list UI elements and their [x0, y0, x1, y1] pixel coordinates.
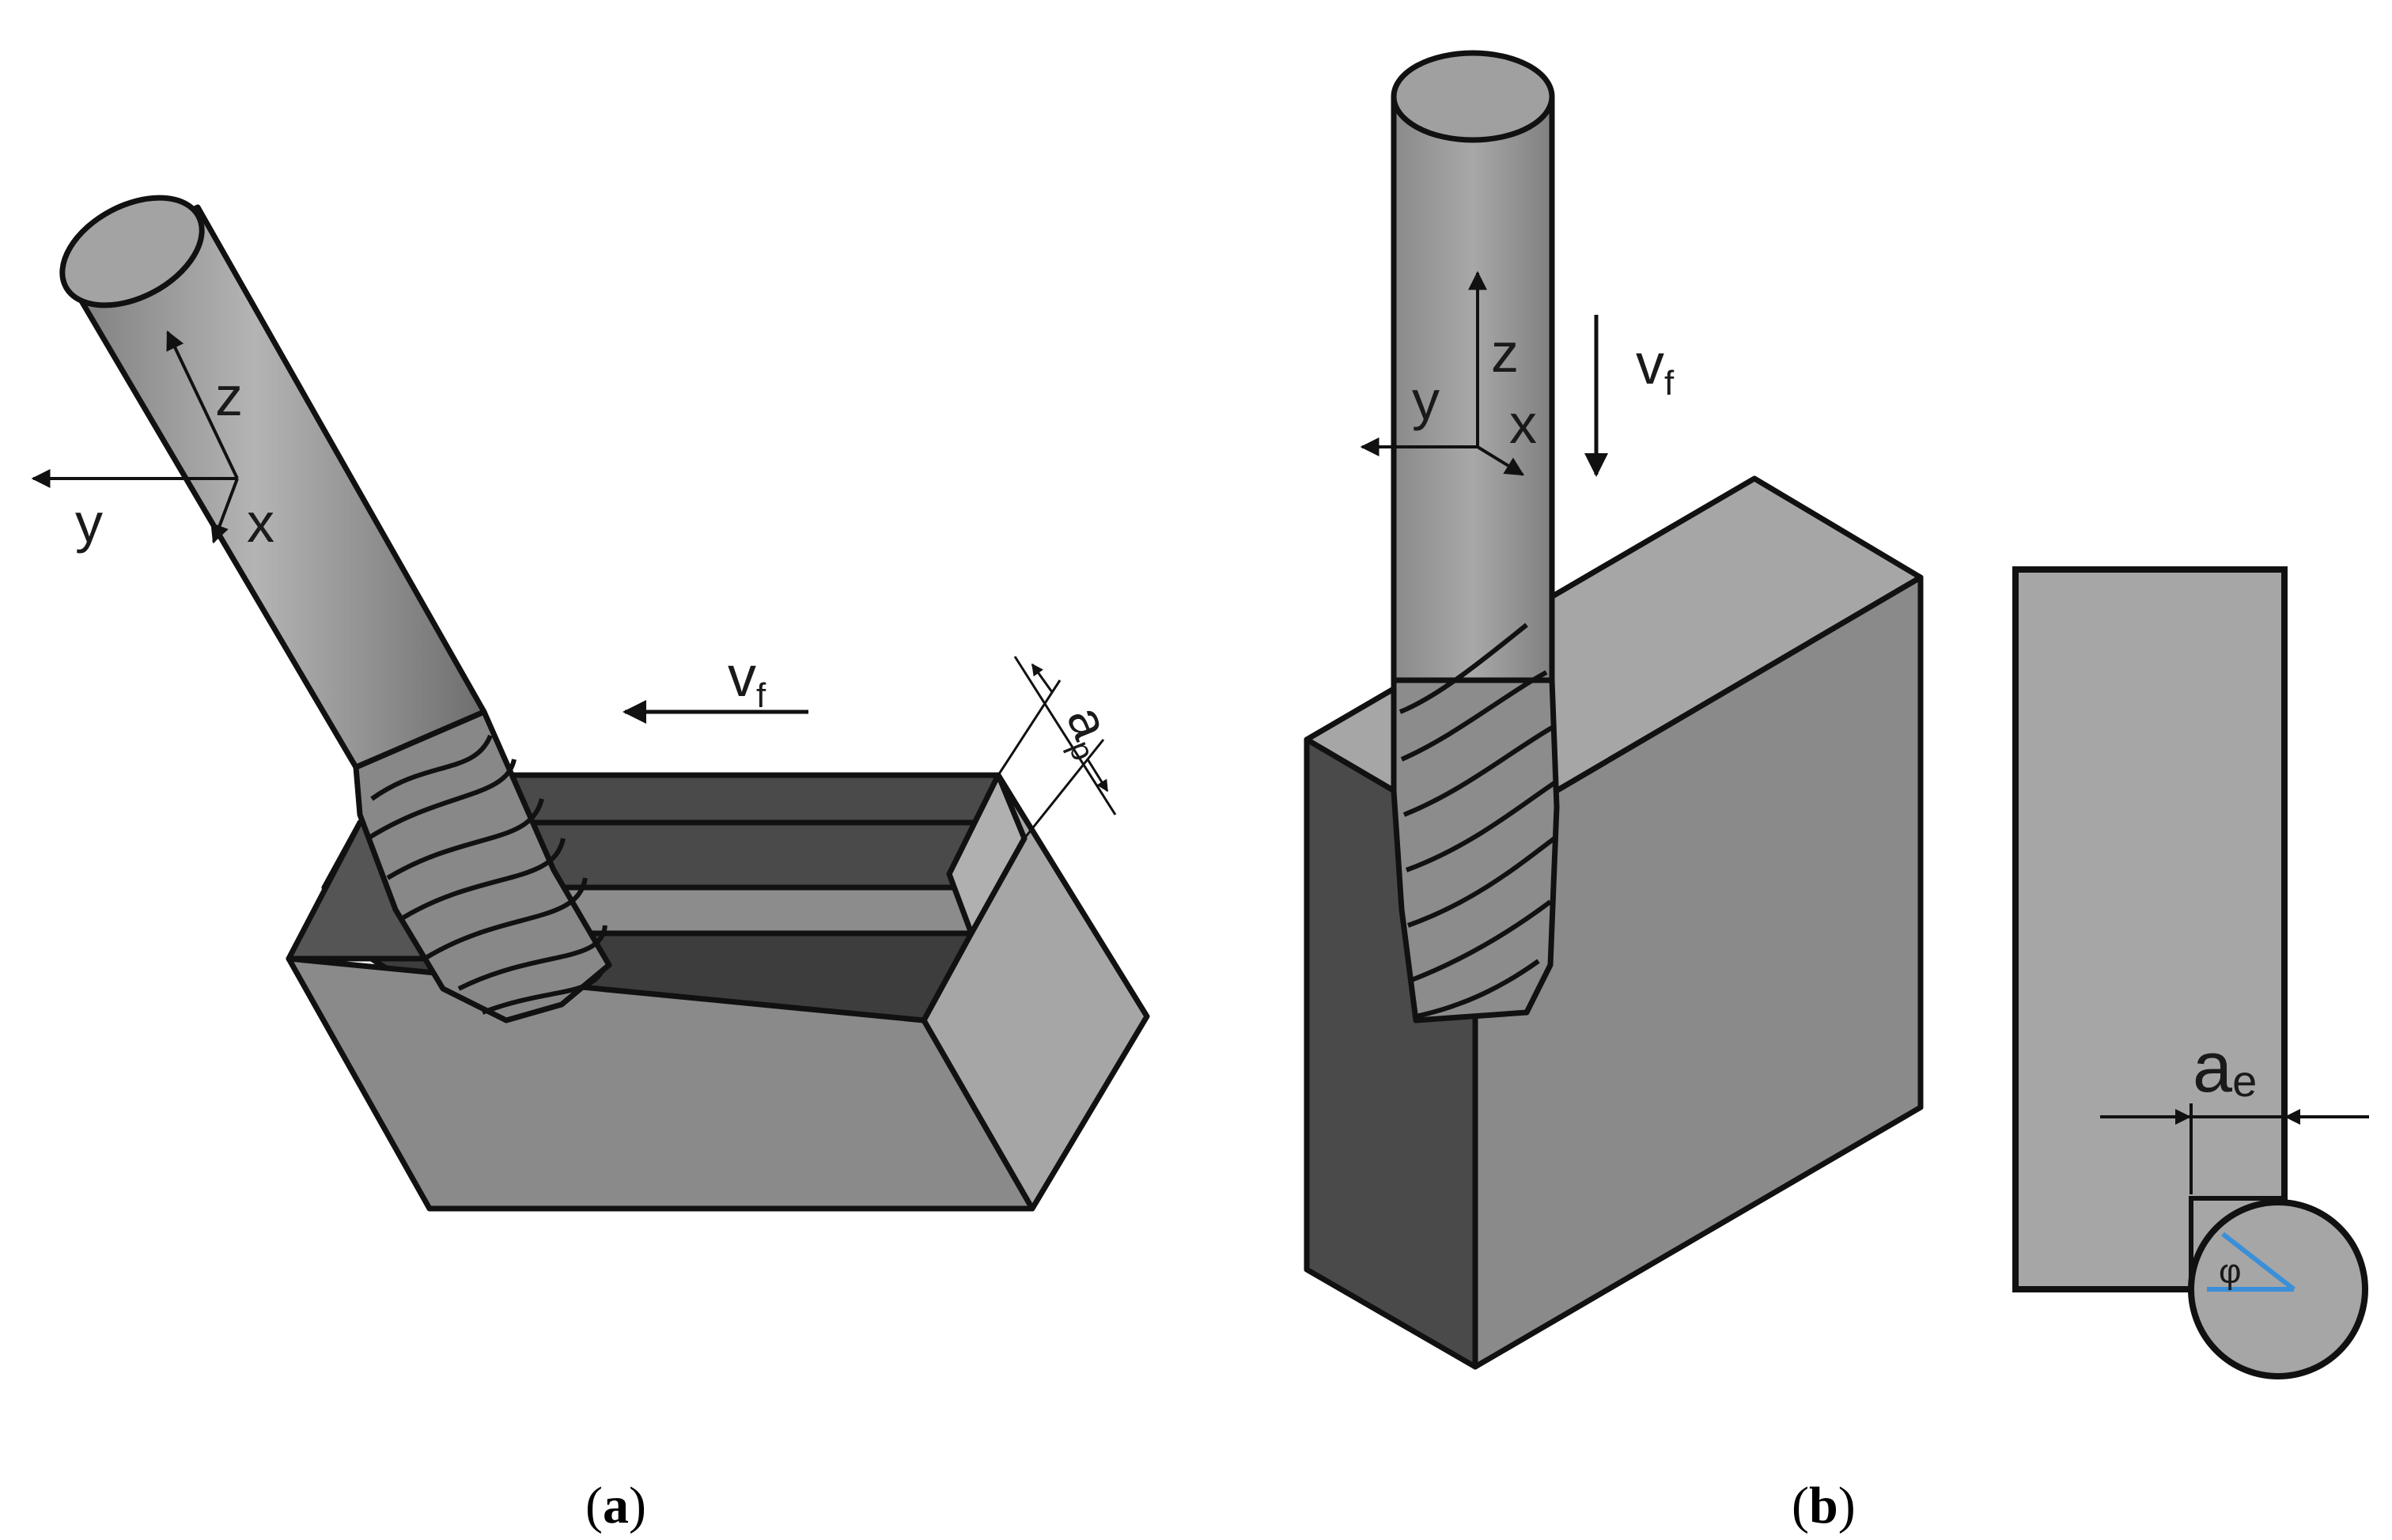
engagement-angle	[2207, 1232, 2295, 1292]
feed-label-a: vf	[728, 645, 766, 715]
depth-label-a: ap	[1051, 698, 1128, 766]
caption-b: (b)	[1792, 1477, 1856, 1534]
angle-label-phi: φ	[2219, 1252, 2242, 1291]
axis-x-label-b: x	[1509, 393, 1537, 455]
width-label-b: ae	[2193, 1028, 2257, 1107]
caption-a: (a)	[585, 1477, 646, 1534]
axis-z-label-a: z	[215, 365, 243, 427]
panel-b: z y x vf φ ae	[1304, 50, 2369, 1534]
axis-y-label-a: y	[75, 492, 103, 554]
tool-end-face-b	[1391, 50, 1555, 143]
top-view-schematic	[2012, 566, 2368, 1379]
block-right-face	[921, 772, 1150, 1212]
depth-dimension-a	[997, 656, 1117, 839]
flute-edges-a	[366, 734, 607, 1015]
tool-end-face-a	[59, 195, 205, 308]
axis-y-label-b: y	[1412, 369, 1440, 431]
engagement-corner	[2189, 1196, 2284, 1289]
axis-x-label-a: x	[247, 492, 274, 554]
axis-z-label-b: z	[1491, 322, 1519, 384]
coordinate-axes-b	[1360, 271, 1525, 476]
feed-label-b: vf	[1636, 333, 1675, 403]
width-dimension-b	[2100, 1103, 2369, 1194]
end-mill-b	[1391, 50, 1560, 1024]
panel-a: ap z y x	[31, 195, 1150, 1534]
flute-edges-b	[1398, 622, 1556, 1019]
tool-flutes-a	[353, 709, 612, 1024]
block-b-front	[1472, 574, 1924, 1370]
tool-shank-b	[1391, 93, 1555, 683]
top-view-workpiece	[2012, 566, 2288, 1292]
tool-flutes-b	[1391, 677, 1560, 1024]
coordinate-axes-a	[31, 330, 239, 544]
